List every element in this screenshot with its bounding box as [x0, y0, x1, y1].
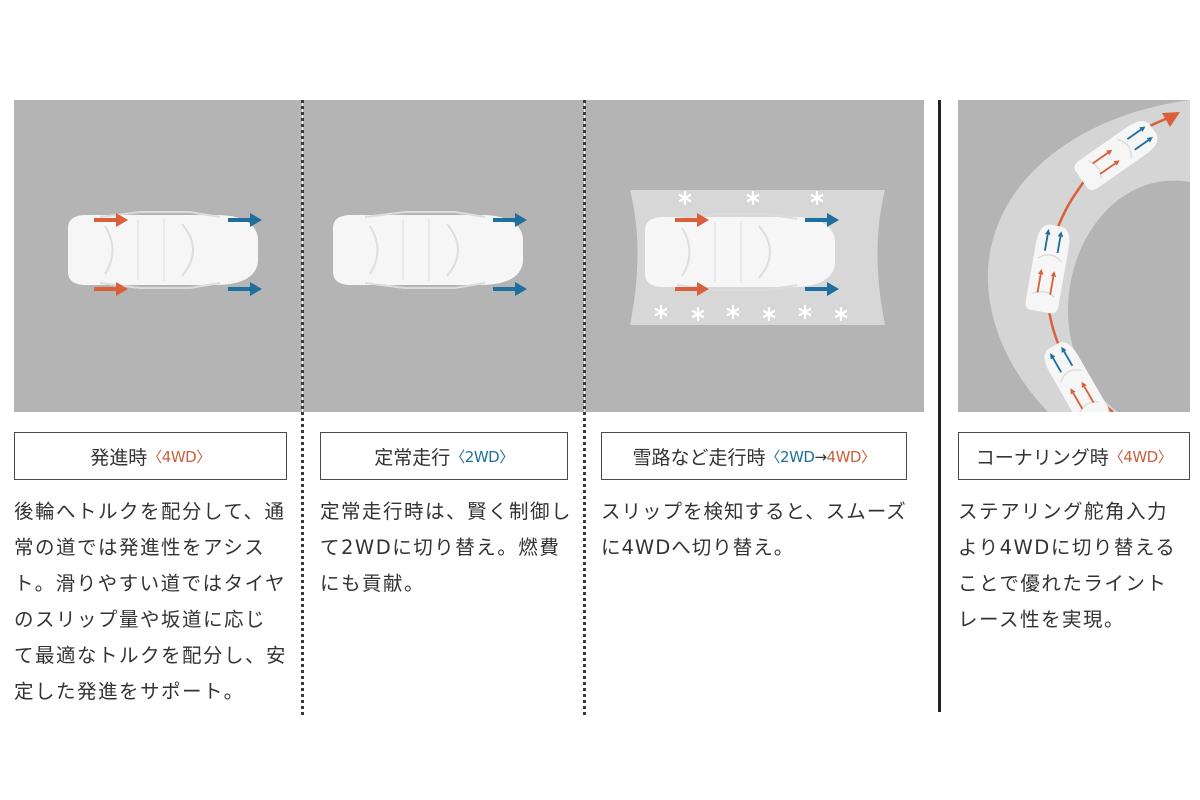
steady-label: 定常走行〈2WD〉 [320, 432, 568, 480]
cornering-car-diagram [987, 100, 1190, 412]
cornering-illustration [958, 100, 1190, 412]
snow-car-diagram [630, 190, 885, 325]
car-icon [644, 213, 836, 291]
front-drive-arrow-icon [493, 282, 527, 296]
section-divider-dotted [301, 100, 304, 715]
car-icon [332, 211, 524, 289]
start-label: 発進時〈4WD〉 [14, 432, 287, 480]
snow-description: スリップを検知すると、スムーズ に4WDへ切り替え。 [601, 500, 907, 559]
cornering-description: ステアリング舵角入力 より4WDに切り替える ことで優れたライント レース性を実… [958, 500, 1177, 631]
mode-tag: 〈2WD〉 [450, 447, 514, 466]
car-icon [67, 211, 259, 289]
snow-illustration [585, 100, 924, 412]
start-illustration [14, 100, 302, 412]
steady-illustration [303, 100, 584, 412]
mode-tag: 〈4WD〉 [1108, 447, 1173, 466]
section-divider-dotted [583, 100, 586, 715]
steady-car-diagram [332, 211, 527, 296]
label-text: 定常走行 [374, 446, 451, 469]
section-divider-solid [938, 100, 941, 712]
label-text: 発進時 [90, 446, 148, 469]
curve-road [987, 100, 1190, 412]
snow-label: 雪路など走行時〈2WD→4WD〉 [601, 432, 907, 480]
label-text: コーナリング時 [975, 446, 1109, 469]
label-text: 雪路など走行時 [632, 446, 766, 469]
start-car-diagram [67, 211, 262, 296]
mode-tag: 〈4WD〉 [147, 447, 211, 466]
start-description: 後輪へトルクを配分して、通 常の道では発進性をアシス ト。滑りやすい道ではタイヤ… [14, 500, 288, 703]
mode-tag: 〈2WD→4WD〉 [765, 447, 876, 466]
trajectory-arrow-icon [1162, 112, 1180, 127]
front-drive-arrow-icon [228, 282, 262, 296]
steady-description: 定常走行時は、賢く制御し て2WDに切り替え。燃費 にも貢献。 [320, 500, 573, 595]
cornering-label: コーナリング時〈4WD〉 [958, 432, 1190, 480]
